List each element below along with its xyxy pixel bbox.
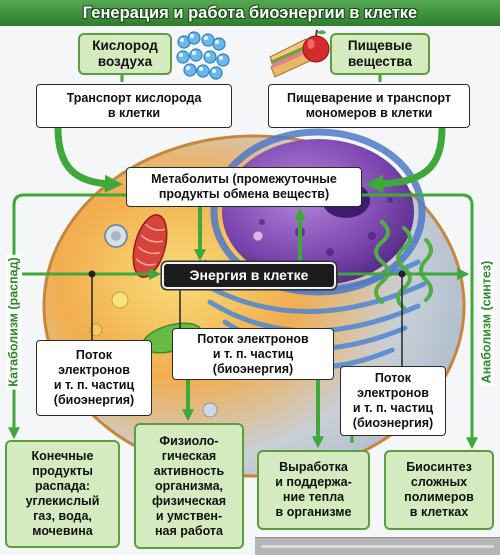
footer-bar	[255, 537, 500, 555]
outcome-line: продукты	[32, 464, 93, 478]
food-input-line: вещества	[347, 54, 413, 69]
centriole	[104, 224, 128, 248]
outcome-line: в организме	[275, 505, 352, 519]
electron-flow-box-right: Поток электронов и т. п. частиц (биоэнер…	[340, 366, 446, 436]
apple-icon	[302, 29, 330, 63]
oxygen-transport-line: Транспорт кислорода	[66, 91, 202, 105]
electron-flow-line: электронов	[58, 363, 130, 377]
sandwich-icon	[269, 38, 313, 78]
outcome-end-products-box: Конечные продукты распада: углекислый га…	[5, 440, 120, 548]
electron-flow-line: и т. п. частиц	[53, 378, 135, 392]
oxygen-transport-line: в клетки	[107, 106, 161, 120]
sandwich-and-apple-icon	[269, 29, 330, 78]
electron-flow-line: Поток электронов	[197, 331, 309, 346]
outcome-line: Биосинтез	[406, 460, 472, 474]
outcome-line: и умствен-	[155, 508, 223, 523]
outcome-line: распада:	[34, 479, 91, 493]
food-transport-box: Пищеварение и транспорт мономеров в клет…	[268, 84, 470, 128]
outcome-line: ная работа	[155, 523, 223, 538]
electron-flow-line: и т. п. частиц	[212, 346, 294, 361]
outcome-line: Выработка	[279, 460, 348, 474]
energy-box: Энергия в клетке	[162, 262, 336, 289]
metabolites-box: Метаболиты (промежуточные продукты обмен…	[126, 167, 362, 207]
food-transport-line: Пищеварение и транспорт	[286, 91, 452, 105]
outcome-heat-box: Выработка и поддержа- ние тепла в органи…	[257, 450, 370, 530]
outcome-line: углекислый	[25, 494, 100, 508]
oxygen-molecules-icon	[176, 31, 230, 80]
electron-flow-line: Поток	[75, 348, 113, 362]
outcome-line: гическая	[161, 448, 217, 463]
electron-flow-line: Поток	[374, 371, 412, 385]
footer-bar-stripe	[261, 545, 494, 548]
outcome-physiological-activity-box: Физиоло- гическая активность организма, …	[134, 423, 244, 549]
page-title: Генерация и работа биоэнергии в клетке	[0, 0, 500, 26]
outcome-line: организма,	[154, 478, 224, 493]
electron-flow-line: (биоэнергия)	[212, 361, 294, 376]
energy-label: Энергия в клетке	[189, 267, 309, 284]
food-input-line: Пищевые	[347, 37, 413, 53]
outcome-line: газ, вода,	[33, 509, 92, 523]
catabolism-label: Катаболизм (распад)	[6, 254, 22, 390]
oxygen-transport-box: Транспорт кислорода в клетки	[36, 84, 232, 128]
outcome-line: в клетках	[409, 505, 469, 519]
outcome-line: мочевина	[32, 524, 93, 538]
electron-flow-line: электронов	[357, 386, 429, 400]
outcome-line: Конечные	[31, 449, 94, 463]
oxygen-input-line: Кислород	[92, 37, 158, 53]
electron-flow-box-left: Поток электронов и т. п. частиц (биоэнер…	[36, 340, 152, 416]
food-input-box: Пищевые вещества	[330, 33, 430, 75]
outcome-line: и поддержа-	[275, 475, 352, 489]
outcome-line: ние тепла	[282, 490, 345, 504]
oxygen-input-box: Кислород воздуха	[78, 33, 172, 75]
outcome-line: сложных	[410, 475, 468, 489]
metabolites-line: Метаболиты (промежуточные	[151, 172, 337, 186]
outcome-line: активность	[153, 463, 225, 478]
oxygen-input-line: воздуха	[97, 54, 153, 69]
electron-flow-line: (биоэнергия)	[352, 416, 434, 430]
electron-flow-line: и т. п. частиц	[352, 401, 434, 415]
outcome-line: полимеров	[404, 490, 474, 504]
outcome-line: Физиоло-	[159, 433, 219, 448]
anabolism-label: Анаболизм (синтез)	[479, 257, 495, 387]
metabolites-line: продукты обмена веществ)	[158, 187, 330, 201]
electron-flow-line: (биоэнергия)	[53, 393, 135, 407]
electron-flow-box-center: Поток электронов и т. п. частиц (биоэнер…	[172, 328, 334, 380]
outcome-biosynthesis-box: Биосинтез сложных полимеров в клетках	[384, 450, 494, 530]
food-transport-line: мономеров в клетки	[305, 106, 433, 120]
mitochondrion	[132, 214, 168, 278]
outcome-line: физическая	[151, 493, 227, 508]
